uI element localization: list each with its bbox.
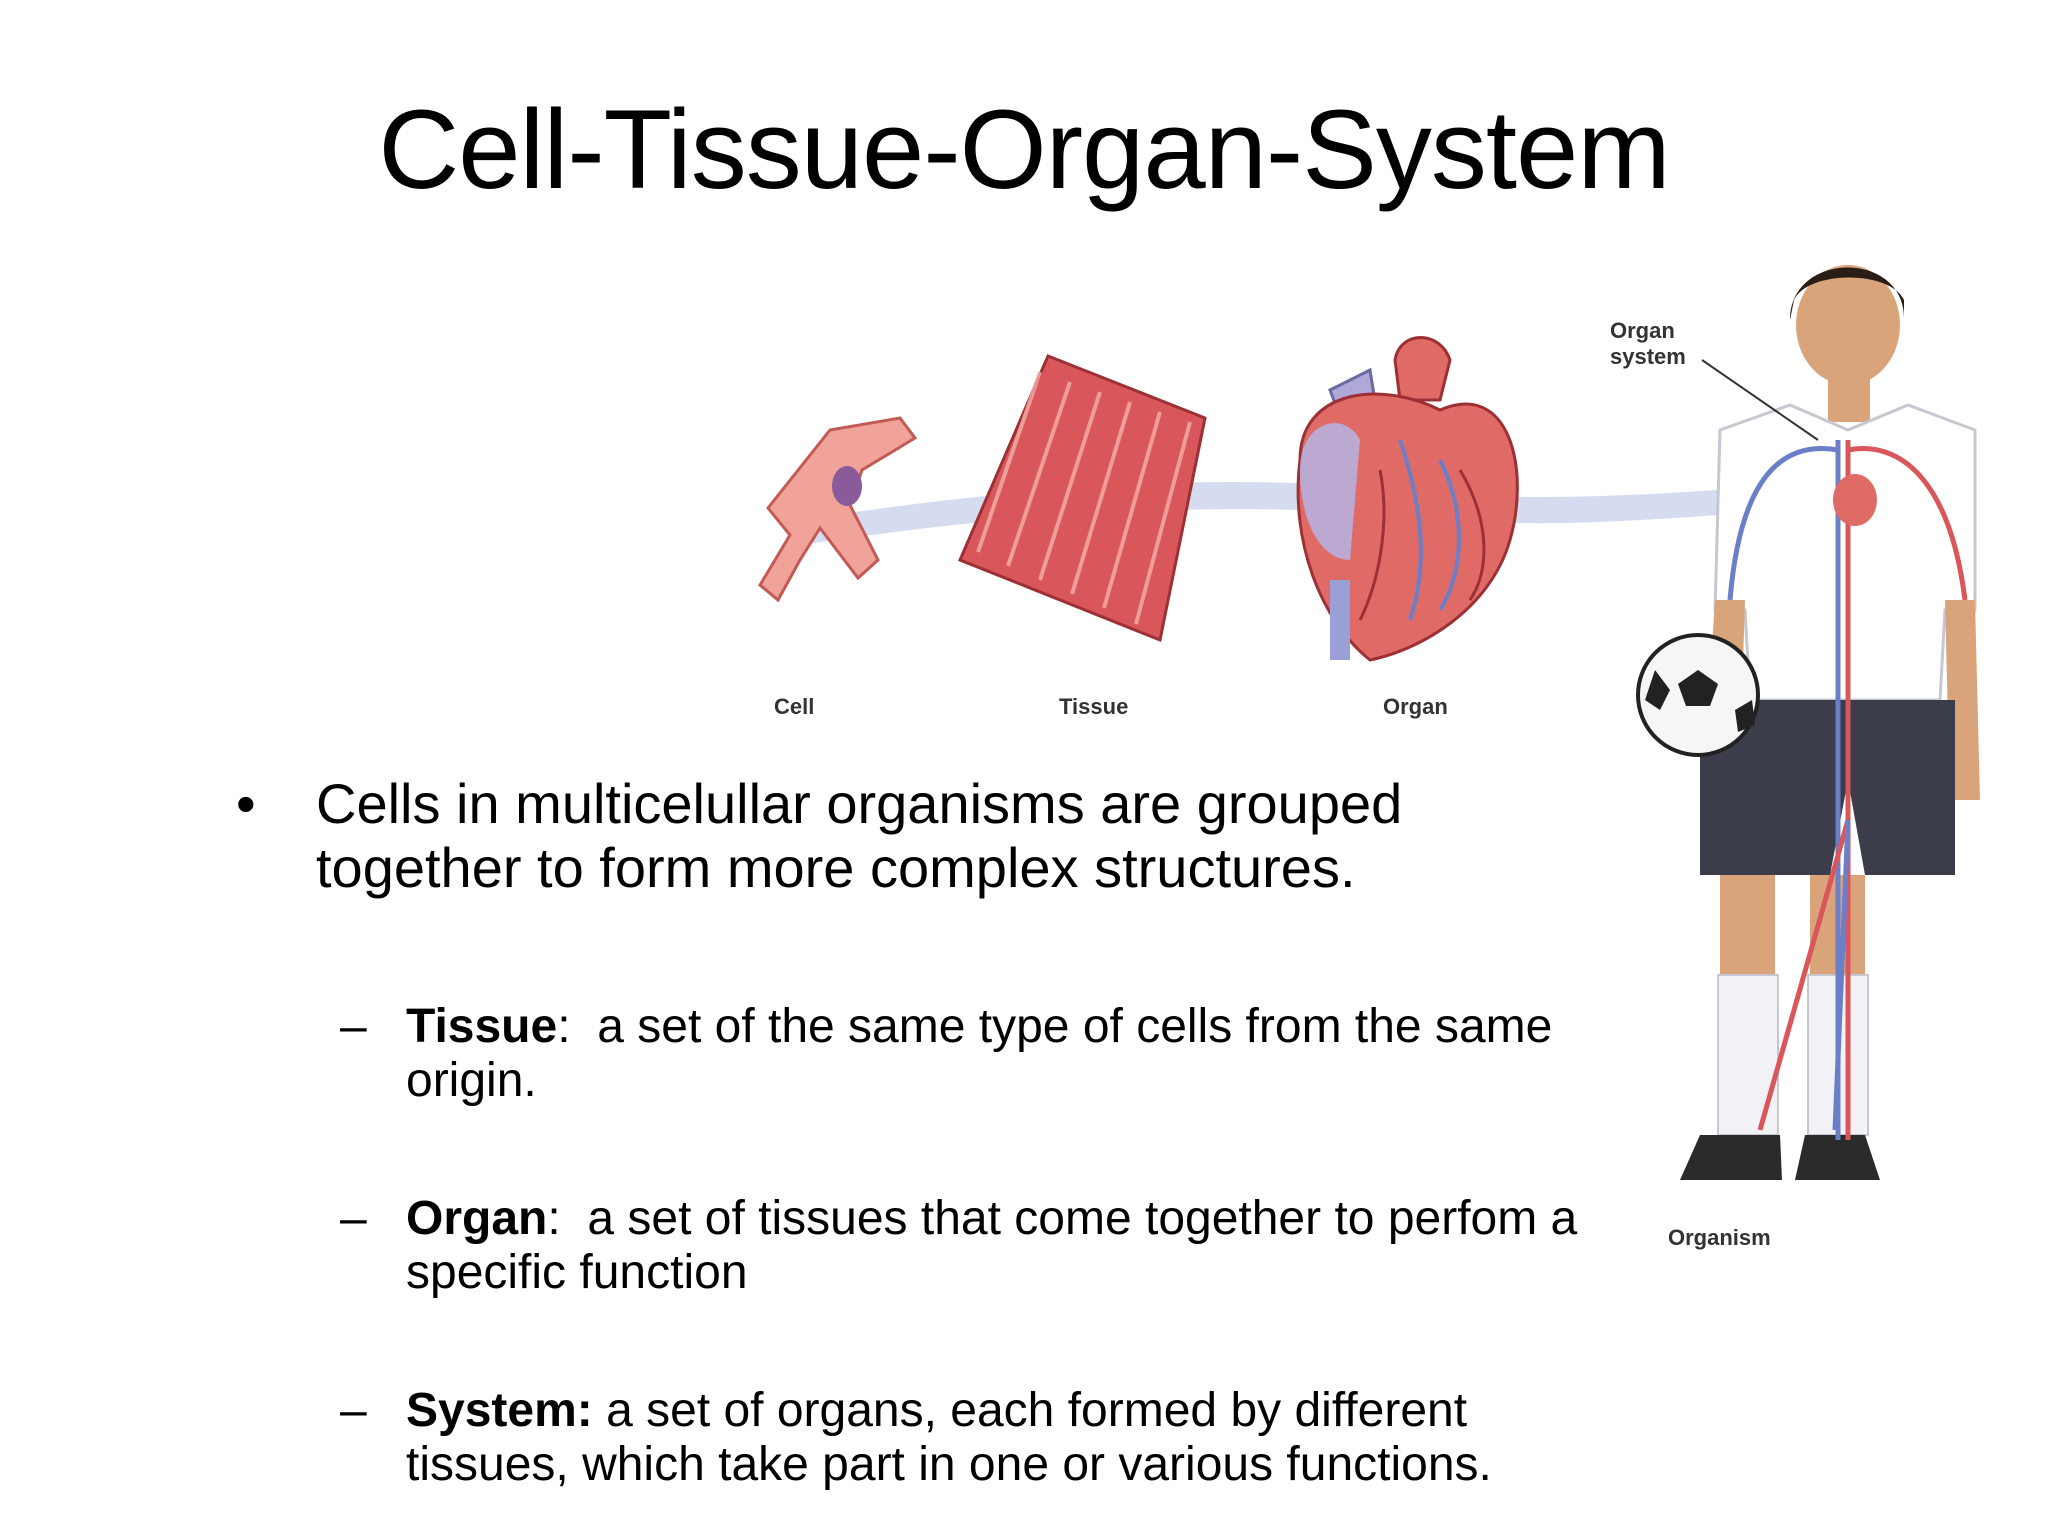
term-organ: Organ [406, 1192, 548, 1245]
dash-marker: – [340, 1384, 367, 1437]
heart-illustration [1296, 336, 1519, 662]
organism-illustration [1636, 265, 1980, 1180]
main-bullet-text: Cells in multicelullar organisms are gro… [316, 772, 1403, 899]
tissue-illustration [958, 354, 1207, 643]
shorts [1700, 700, 1955, 875]
bullet-marker: • [236, 772, 256, 835]
cell-nucleus [832, 466, 862, 506]
sub-bullet-text: Tissue: a set of the same type of cells … [406, 1000, 1566, 1107]
tissue-label: Tissue [1059, 694, 1129, 719]
organ-system-leader-line [1701, 359, 1819, 441]
cell-illustration [758, 416, 918, 603]
flow-band [800, 481, 1780, 545]
cell-label: Cell [774, 694, 815, 719]
organism-heart [1833, 474, 1877, 526]
sub-bullet-text: System: a set of organs, each formed by … [406, 1384, 1492, 1491]
dash-marker: – [340, 1192, 367, 1245]
term-tissue: Tissue [406, 1000, 558, 1053]
slide-title: Cell-Tissue-Organ-System [378, 87, 1670, 212]
sub-bullet-text: Organ: a set of tissues that come togeth… [406, 1192, 1591, 1299]
organ-label: Organ [1383, 694, 1448, 719]
term-system: System: [406, 1384, 593, 1437]
organism-label: Organism [1668, 1225, 1771, 1250]
dash-marker: – [340, 1000, 367, 1053]
organ-system-label: Organ system [1610, 318, 1686, 369]
shirt [1713, 403, 1977, 702]
